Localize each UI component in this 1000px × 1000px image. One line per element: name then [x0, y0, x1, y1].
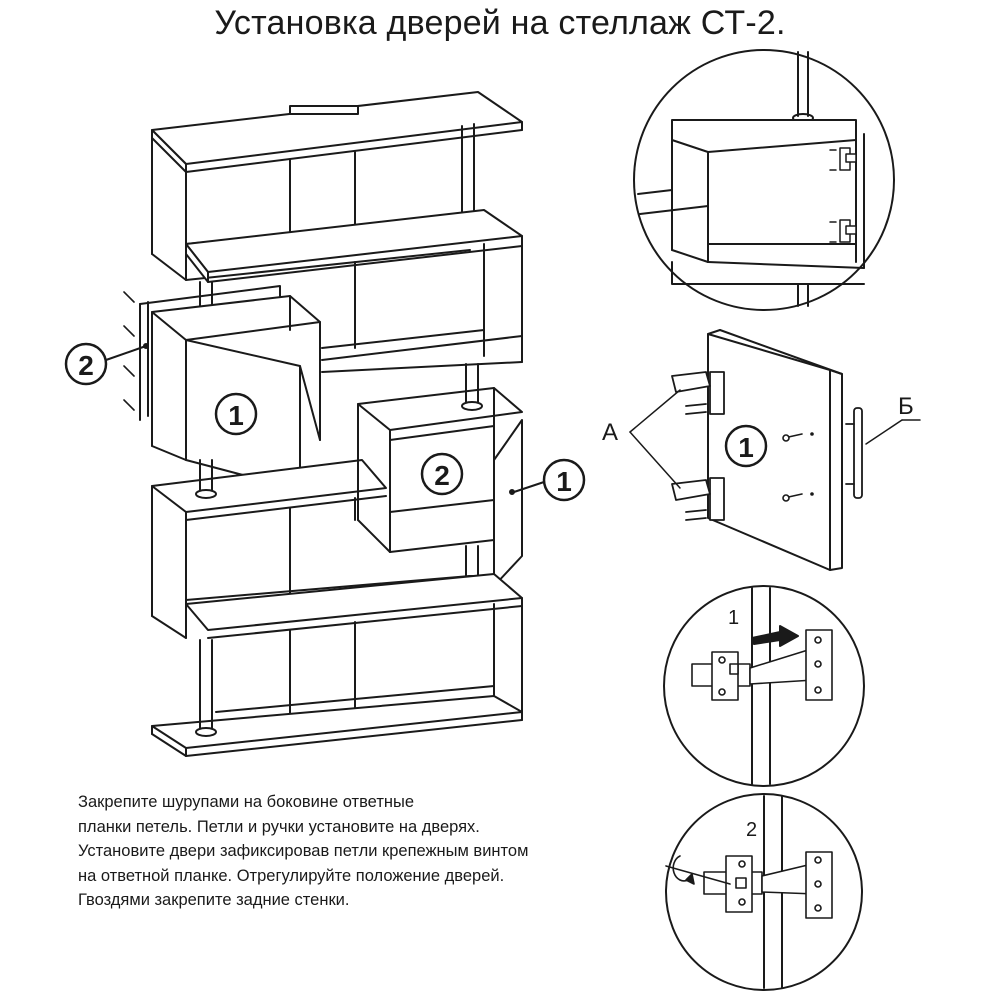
hinge-top: [671, 371, 725, 415]
detail-hinge-plates: [633, 49, 895, 311]
door-detail: 1 А Б: [602, 329, 921, 571]
instruction-line: планки петель. Петли и ручки установите …: [78, 817, 480, 836]
svg-text:1: 1: [556, 466, 572, 497]
label-step-2: 2: [746, 819, 757, 841]
marker-door-left: 1: [214, 392, 258, 436]
second-module: [185, 209, 523, 373]
svg-text:2: 2: [78, 350, 94, 381]
instructions-text: Закрепите шурупами на боковине ответные …: [78, 790, 658, 913]
instruction-line: Установите двери зафиксировав петли креп…: [78, 842, 529, 860]
top-module: [151, 91, 523, 281]
shelving-unit: [105, 91, 523, 757]
marker-door-right: 1: [542, 458, 586, 502]
marker-back-panel-left: 2: [64, 342, 108, 386]
handle: [845, 407, 863, 499]
label-step-1: 1: [728, 607, 739, 629]
svg-text:1: 1: [228, 400, 244, 431]
detail-step-2: 2: [665, 793, 863, 991]
bottom-module: [151, 573, 523, 757]
hinge-bottom: [671, 477, 725, 521]
page-title: Установка дверей на стеллаж СТ-2.: [214, 4, 786, 42]
left-cabinet: [139, 285, 321, 491]
nails-left: [123, 291, 135, 411]
instruction-line: на ответной планке. Отрегулируйте положе…: [78, 866, 505, 885]
label-handle: Б: [898, 393, 914, 420]
detail-step-1: 1: [663, 585, 865, 787]
instruction-line: Гвоздями закрепите задние стенки.: [78, 891, 350, 909]
label-hinge-plates: А: [602, 419, 618, 446]
marker-door-detail: 1: [738, 432, 754, 463]
instruction-line: Закрепите шурупами на боковине ответные: [78, 793, 415, 811]
marker-back-panel-right: 2: [420, 452, 464, 496]
right-cabinet: [357, 387, 523, 587]
svg-text:2: 2: [434, 460, 450, 491]
